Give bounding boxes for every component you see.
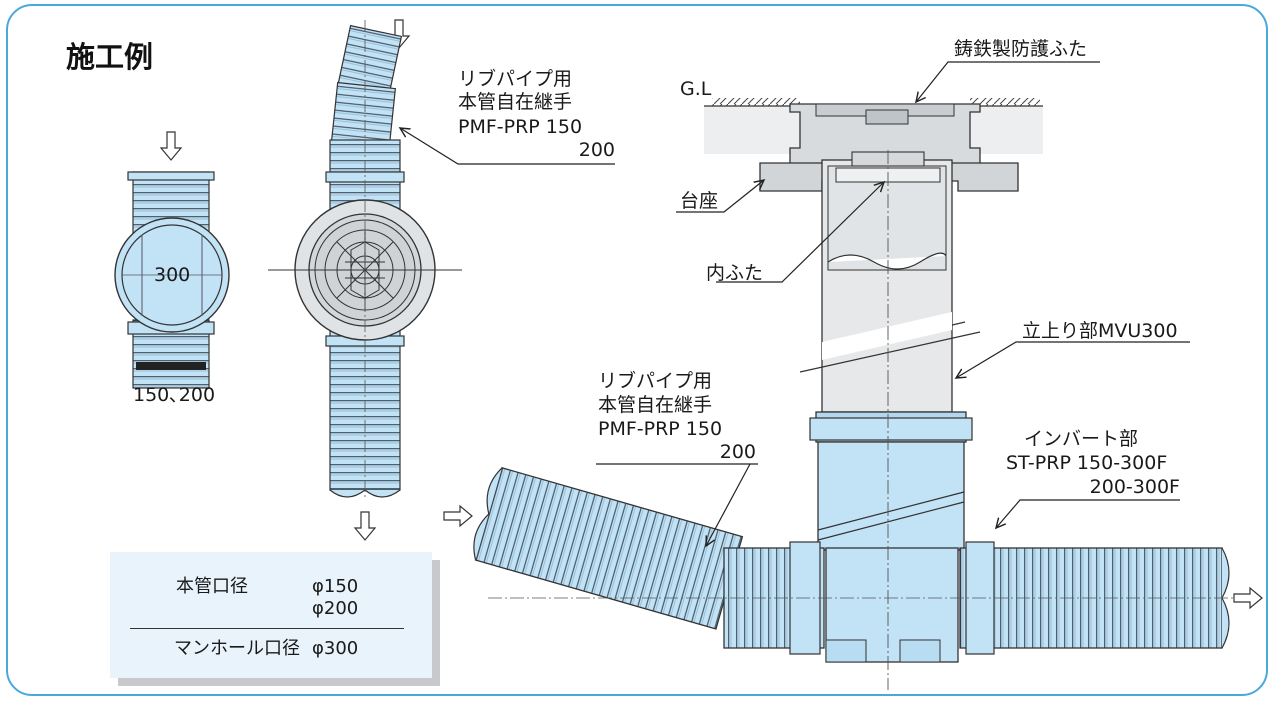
legend-main-pipe-value-2: φ200	[312, 598, 359, 619]
legend-main-pipe-label: 本管口径	[176, 576, 248, 597]
legend-manhole-label: マンホール口径	[174, 638, 300, 659]
flow-arrow-down-icon	[159, 131, 183, 161]
top-joint-label-4: 200	[578, 139, 615, 161]
bottom-joint-label-3: PMF-PRP 150	[598, 418, 723, 440]
diameter-label-150-200: 150､200	[133, 384, 216, 406]
invert-label-3: 200-300F	[1089, 476, 1180, 498]
flow-arrow-right-icon	[1233, 586, 1263, 610]
legend-main-pipe-value-1: φ150	[312, 576, 359, 597]
legend-divider	[130, 628, 404, 629]
riser-label: 立上り部MVU300	[1022, 320, 1178, 342]
section-drawing	[443, 98, 1263, 690]
figure-frame	[6, 4, 1268, 696]
figure-title: 施工例	[66, 40, 154, 74]
bottom-joint-label-1: リブパイプ用	[598, 370, 713, 392]
bottom-joint-label-2: 本管自在継手	[598, 394, 713, 416]
diameter-legend: 本管口径 φ150 φ200 マンホール口径 φ300	[110, 552, 432, 678]
ground-level-label: G.L	[680, 78, 712, 100]
inner-cover-label: 内ふた	[706, 262, 764, 284]
top-joint-label-2: 本管自在継手	[458, 91, 573, 113]
invert-label-2: ST-PRP 150-300F	[1006, 452, 1168, 474]
bottom-joint-label-4: 200	[719, 441, 756, 463]
top-view-sketch	[268, 19, 462, 541]
invert-label-1: インバート部	[1024, 428, 1139, 450]
protective-cover-label: 鋳鉄製防護ふた	[954, 38, 1088, 60]
legend-manhole-value: φ300	[312, 638, 359, 659]
base-label: 台座	[680, 190, 719, 212]
flow-arrow-right-icon	[443, 504, 473, 528]
diameter-label-300: 300	[154, 264, 191, 286]
flow-arrow-down-icon	[353, 511, 377, 541]
top-joint-label-3: PMF-PRP 150	[458, 116, 583, 138]
tee-sketch	[114, 131, 230, 389]
top-joint-label-1: リブパイプ用	[458, 68, 573, 90]
